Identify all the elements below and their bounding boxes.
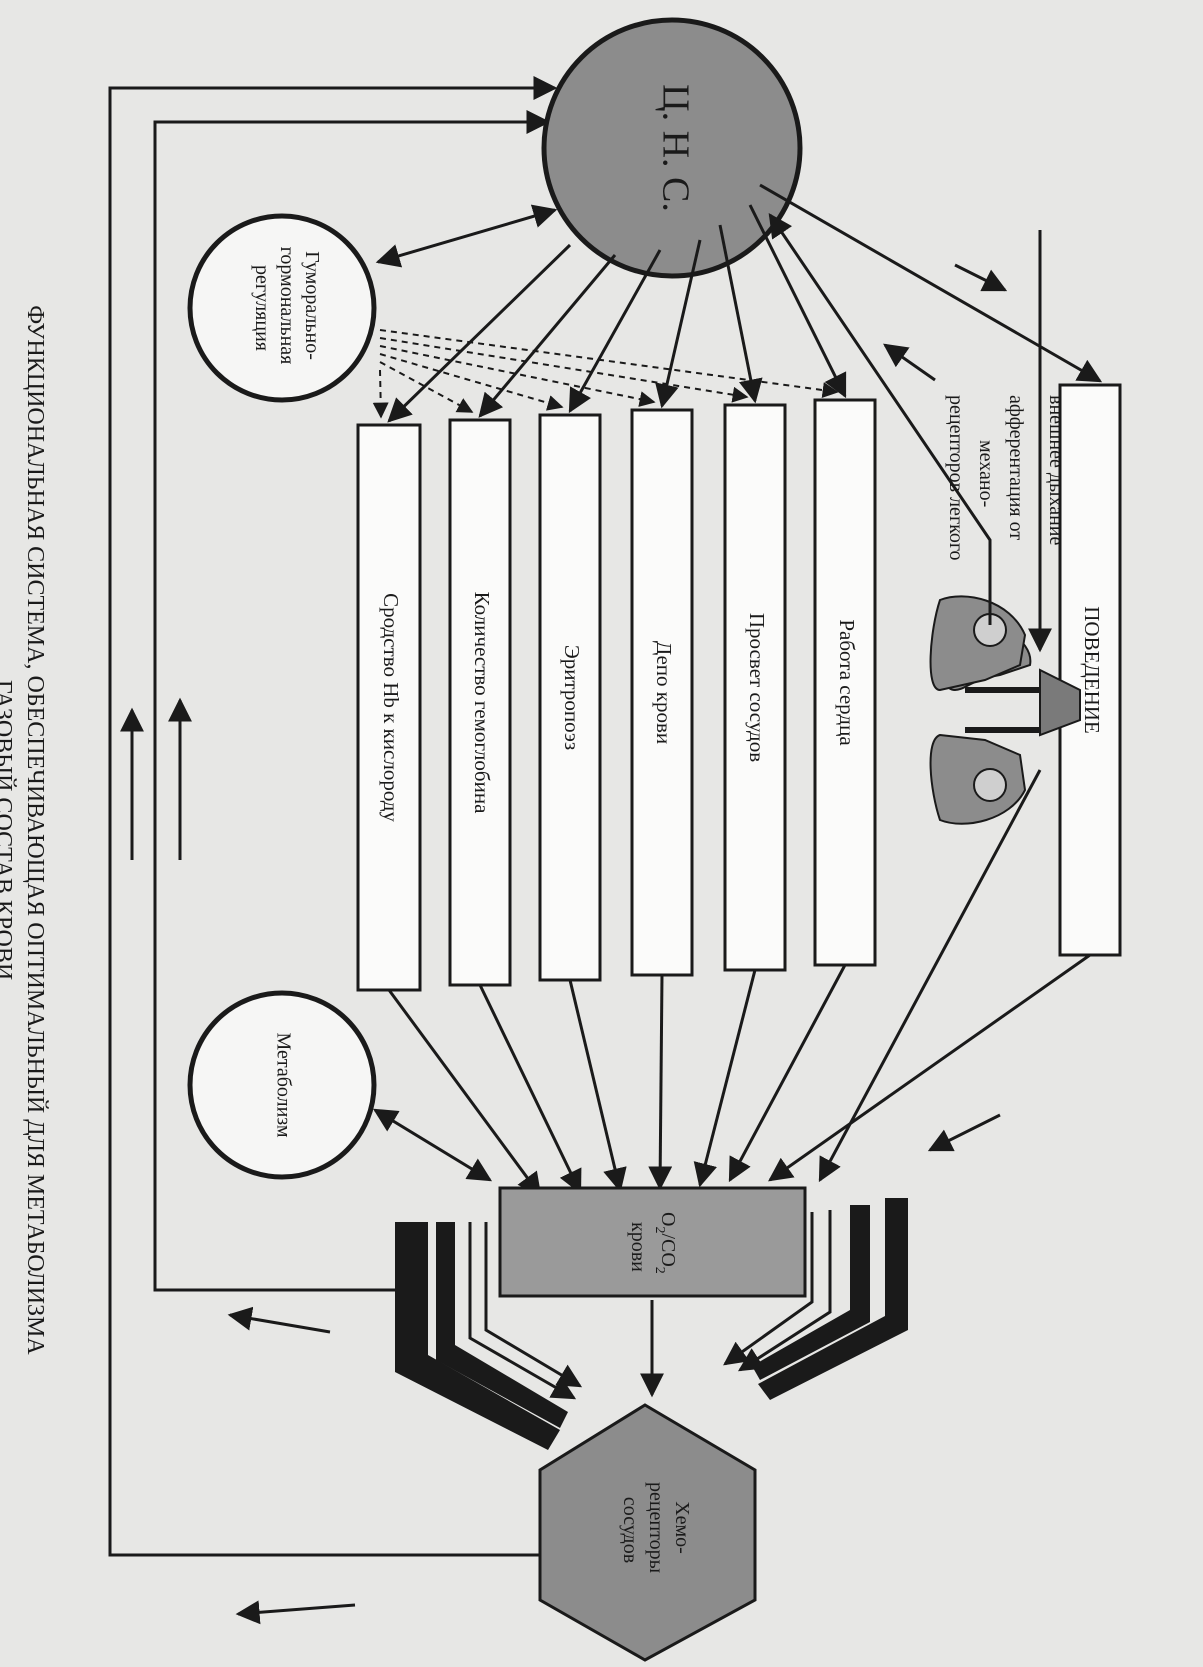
cns-label: Ц. Н. С.	[654, 84, 696, 212]
svg-text:O2/CO2: O2/CO2	[652, 1212, 679, 1274]
cns-humoral-arrow	[375, 204, 558, 268]
metabolism-label: Метаболизм	[272, 1032, 294, 1137]
box-to-blood-arrow-4	[568, 979, 627, 1193]
humoral-to-box-arrow-2	[379, 337, 749, 403]
outer-feedback-loop	[108, 76, 578, 1557]
cns-to-box-arrow-3	[655, 239, 702, 409]
diagram-title: ФУНКЦИОНАЛЬНАЯ СИСТЕМА, ОБЕСПЕЧИВАЮЩАЯ О…	[0, 305, 48, 1360]
effector-box-4	[538, 413, 602, 982]
metabolism-node	[187, 990, 377, 1180]
lungs-icon	[929, 595, 1081, 825]
signal-bundle-left	[395, 1222, 583, 1450]
cns-to-box-arrow-0	[759, 183, 1103, 383]
cns-to-box-arrow-2	[718, 224, 763, 404]
direction-arrow-bottom-1	[227, 1306, 331, 1334]
humoral-to-box-arrow-6	[372, 369, 389, 419]
effector-box-0	[1058, 383, 1122, 957]
direction-arrow-top-right	[954, 263, 1008, 292]
effector-box-label-0: ПОВЕДЕНИЕ	[1080, 606, 1104, 733]
effector-boxes: ПОВЕДЕНИЕ Работа сердца Просвет сосудов Деп…	[356, 183, 1122, 1197]
metabolism-blood-arrow	[372, 1108, 493, 1182]
direction-arrow-bottom-right	[927, 1113, 1001, 1152]
lung-to-blood-arrow	[818, 769, 1042, 1183]
effector-box-label-5: Количество гемоглобина	[470, 592, 494, 814]
humoral-to-box-arrow-3	[379, 345, 656, 407]
chemoreceptors-node	[538, 1403, 757, 1662]
effector-box-5	[448, 418, 512, 987]
effector-box-2	[723, 403, 787, 972]
blood-gas-label: O2/CO2 крови	[627, 1212, 679, 1274]
afferentation-label: афферентация от механо- рецепторов легко…	[945, 395, 1027, 561]
inner-feedback-loop	[153, 110, 551, 1292]
effector-box-1	[813, 398, 877, 967]
effector-box-label-2: Просвет сосудов	[745, 613, 769, 762]
cns-to-box-arrow-4	[568, 249, 662, 414]
box-to-blood-arrow-6	[387, 989, 542, 1197]
effector-box-label-4: Эритропоэз	[560, 645, 584, 750]
humoral-regulation-label: Гуморально- гормональная регуляция	[251, 247, 323, 370]
cns-to-box-arrow-6	[387, 243, 572, 423]
box-to-blood-arrow-2	[693, 969, 757, 1188]
box-to-blood-arrow-3	[648, 974, 673, 1191]
box-to-blood-arrow-1	[728, 964, 847, 1183]
effector-box-label-3: Депо крови	[652, 641, 676, 744]
humoral-regulation-node	[187, 213, 377, 403]
signal-bundle-right	[723, 1198, 908, 1400]
small-return-arrow	[883, 343, 936, 382]
chemoreceptors-label: Хемо- рецепторы сосудов	[619, 1482, 693, 1578]
cns-to-box-arrow-5	[478, 254, 617, 418]
effector-box-label-1: Работа сердца	[835, 619, 859, 746]
box-to-blood-arrow-5	[478, 984, 582, 1195]
svg-text:крови: крови	[627, 1222, 649, 1272]
humoral-to-box-arrow-4	[379, 353, 564, 411]
external-breathing-label: внешнее дыхание	[1045, 395, 1067, 546]
direction-arrow-bottom-2	[235, 1600, 356, 1625]
cns-to-box-arrow-1	[748, 204, 847, 399]
blood-gas-node	[498, 1186, 807, 1298]
cns-node	[541, 17, 803, 279]
effector-box-3	[630, 408, 694, 977]
box-to-blood-arrow-0	[768, 953, 1091, 1182]
lung-mechanoreceptor-afferent	[768, 213, 992, 625]
effector-box-label-6: Сродство Hb к кислороду	[379, 593, 403, 822]
